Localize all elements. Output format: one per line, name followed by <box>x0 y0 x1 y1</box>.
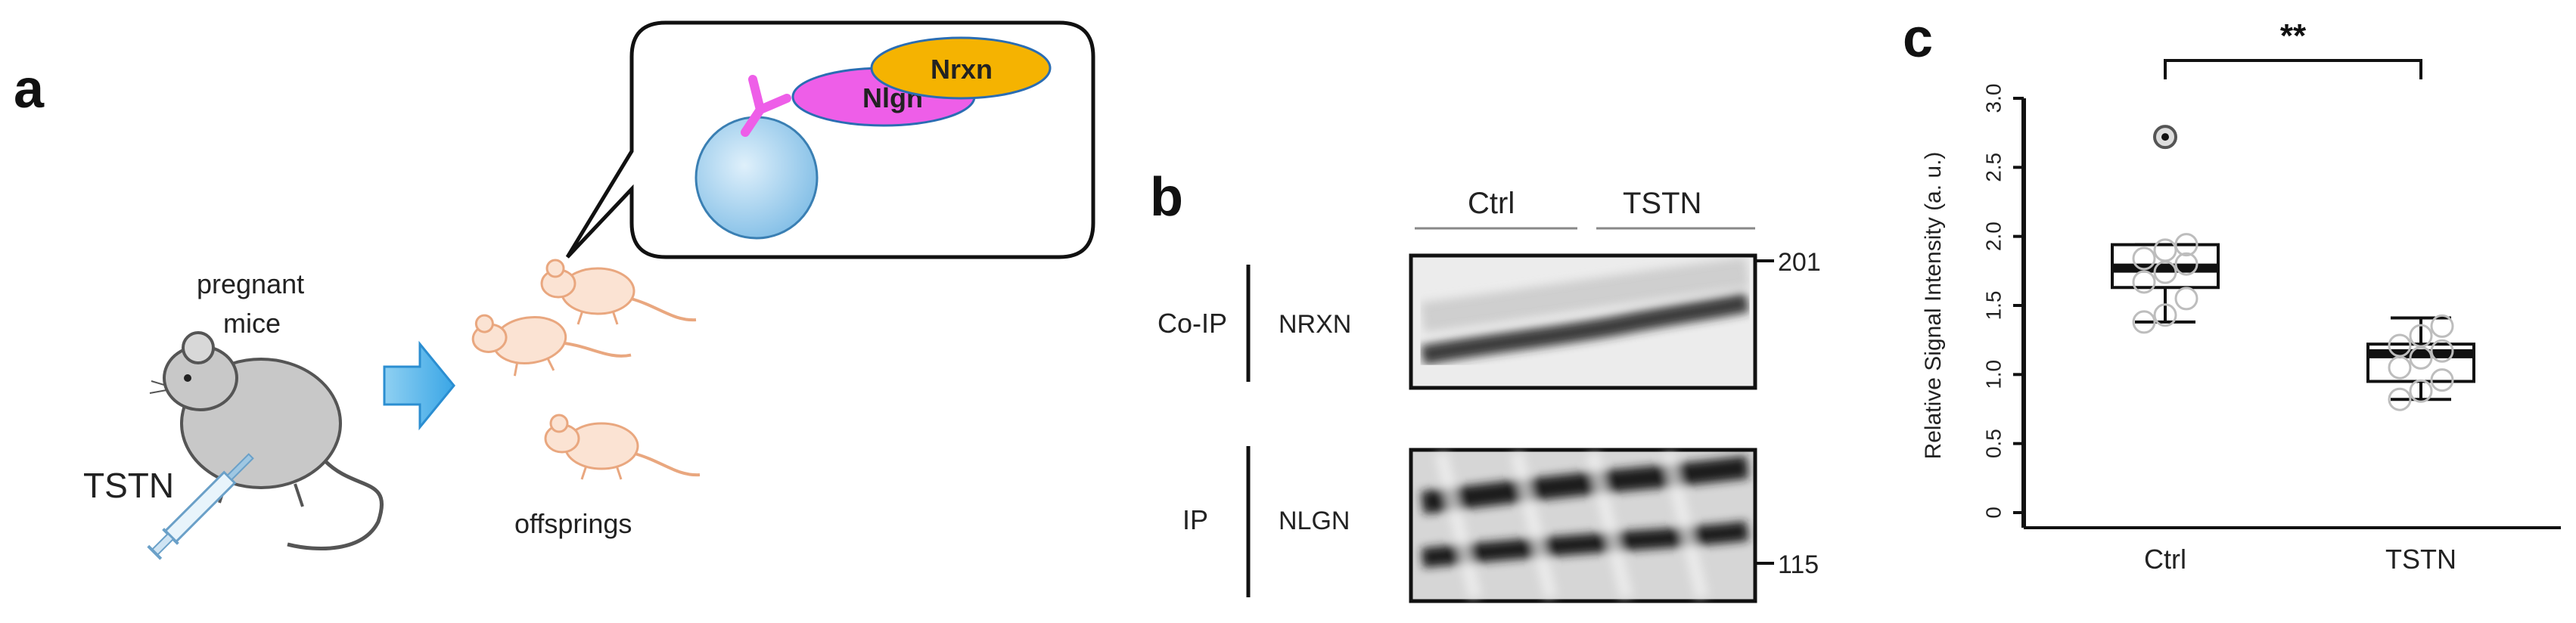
arrow-right-icon <box>383 340 455 431</box>
nrxn-label: Nrxn <box>931 54 993 85</box>
panel-c-letter: c <box>1903 8 1933 69</box>
syringe-icon <box>147 453 254 560</box>
y-tick-label: 0.5 <box>1981 429 2005 458</box>
data-point <box>2409 379 2433 403</box>
data-point <box>2153 238 2177 262</box>
pup-icon <box>468 259 701 481</box>
row2-ip-label: IP <box>1182 504 1208 535</box>
data-point <box>2174 287 2198 311</box>
data-point <box>2430 339 2454 363</box>
drug-label: TSTN <box>83 466 174 505</box>
data-point <box>2430 314 2454 338</box>
mice-label: mice <box>223 308 281 339</box>
y-tick-label: 2.0 <box>1981 222 2005 251</box>
data-point <box>2174 252 2198 276</box>
y-tick-label: 1.5 <box>1981 291 2005 321</box>
x-tick-label: TSTN <box>2385 544 2456 575</box>
panel-b: b Ctrl TSTN Co-IP NRXN IP NLGN 201 <box>1150 167 1821 603</box>
y-tick-label: 1.0 <box>1981 360 2005 389</box>
speech-bubble: Nlgn Nrxn <box>565 20 1095 259</box>
row1-ip-label: Co-IP <box>1157 308 1227 339</box>
significance-bracket <box>2164 59 2422 79</box>
outlier-center <box>2161 133 2169 141</box>
data-point <box>2388 387 2412 411</box>
panel-a-letter: a <box>14 59 45 119</box>
nrxn-ellipse <box>870 36 1052 100</box>
data-point <box>2132 310 2156 334</box>
data-point <box>2132 270 2156 294</box>
panel-a: a Nlgn Nrxn pregnant mice <box>14 20 1095 560</box>
blot-nrxn <box>1409 253 1757 390</box>
y-tick-label: 0 <box>1981 507 2005 519</box>
marker-201: 201 <box>1778 248 1821 277</box>
blot-nlgn <box>1409 448 1757 603</box>
lane-tstn-label: TSTN <box>1623 187 1701 220</box>
lane-ctrl-label: Ctrl <box>1468 187 1515 220</box>
y-tick-label: 2.5 <box>1981 153 2005 182</box>
data-point <box>2430 368 2454 392</box>
row2-protein-label: NLGN <box>1279 507 1350 535</box>
y-tick-label: 3.0 <box>1981 84 2005 113</box>
data-point <box>2388 333 2412 358</box>
panel-b-letter: b <box>1150 167 1183 228</box>
data-point <box>2409 324 2433 348</box>
mouse-icon <box>149 331 384 551</box>
data-point <box>2153 303 2177 327</box>
data-point <box>2174 233 2198 257</box>
row1-protein-label: NRXN <box>1279 310 1351 339</box>
y-axis-label: Relative Signal Intensity (a. u.) <box>1921 152 1946 460</box>
offspring-label: offsprings <box>514 508 632 539</box>
pregnant-label: pregnant <box>197 268 304 299</box>
cell-icon <box>694 116 819 240</box>
receptor-icon <box>741 75 791 137</box>
x-tick-label: Ctrl <box>2144 544 2186 575</box>
data-point <box>2132 246 2156 271</box>
marker-115: 115 <box>1778 550 1819 579</box>
significance-label: ** <box>2280 17 2307 54</box>
